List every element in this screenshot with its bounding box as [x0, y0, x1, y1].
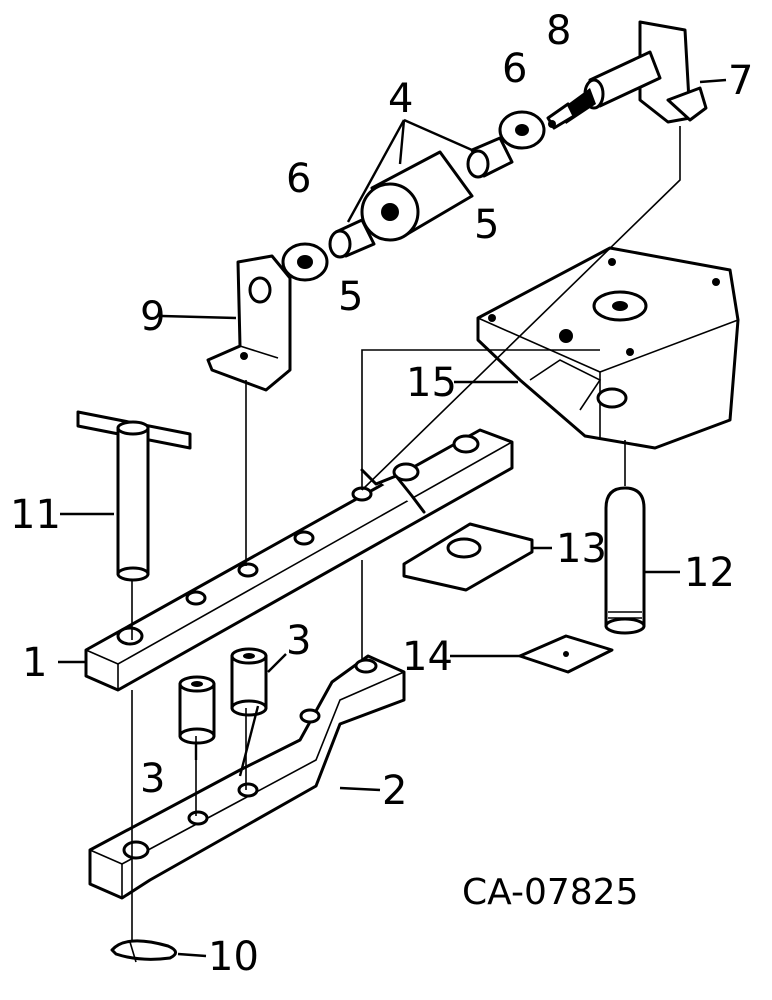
part-7-pin-bracket [560, 20, 708, 124]
part-6-washer-upper [498, 110, 546, 150]
label-12: 12 [684, 550, 735, 596]
label-7: 7 [728, 58, 753, 104]
label-8: 8 [546, 8, 571, 54]
part-1-upper-drawbar [84, 428, 514, 692]
part-11-t-pin [76, 410, 192, 582]
label-9: 9 [140, 294, 165, 340]
part-14-square-plate [518, 634, 614, 674]
label-1: 1 [22, 640, 47, 686]
label-11: 11 [10, 492, 61, 538]
label-2: 2 [382, 768, 407, 814]
part-6-washer-lower [281, 242, 329, 282]
label-5-left: 5 [338, 274, 363, 320]
part-8-bolt [546, 102, 576, 130]
part-3-spacer-right [230, 647, 268, 717]
alignment-lines [131, 126, 681, 940]
drawing-code: CA-07825 [462, 872, 638, 913]
part-5-bushing-upper [466, 136, 514, 179]
part-12-round-pin [604, 486, 646, 635]
label-6-left: 6 [286, 156, 311, 202]
part-10-clip [110, 939, 177, 963]
part-3-spacer-left [178, 675, 216, 745]
label-15: 15 [406, 360, 457, 406]
label-4: 4 [388, 76, 413, 122]
part-9-bracket [206, 254, 292, 392]
label-10: 10 [208, 934, 259, 980]
part-labels: 1 2 3 3 4 5 5 6 6 7 8 9 10 11 12 13 14 1… [10, 8, 753, 980]
label-3-left: 3 [140, 756, 165, 802]
leader-lines [58, 78, 727, 958]
part-13-plate [402, 522, 534, 592]
label-6-right: 6 [502, 46, 527, 92]
label-3-right: 3 [286, 618, 311, 664]
label-14: 14 [402, 634, 453, 680]
part-15-housing [476, 246, 740, 450]
part-4-sleeve [360, 150, 474, 242]
label-13: 13 [556, 526, 607, 572]
part-5-bushing-lower [328, 218, 376, 259]
label-5-right: 5 [474, 202, 499, 248]
part-2-lower-drawbar [88, 654, 406, 900]
